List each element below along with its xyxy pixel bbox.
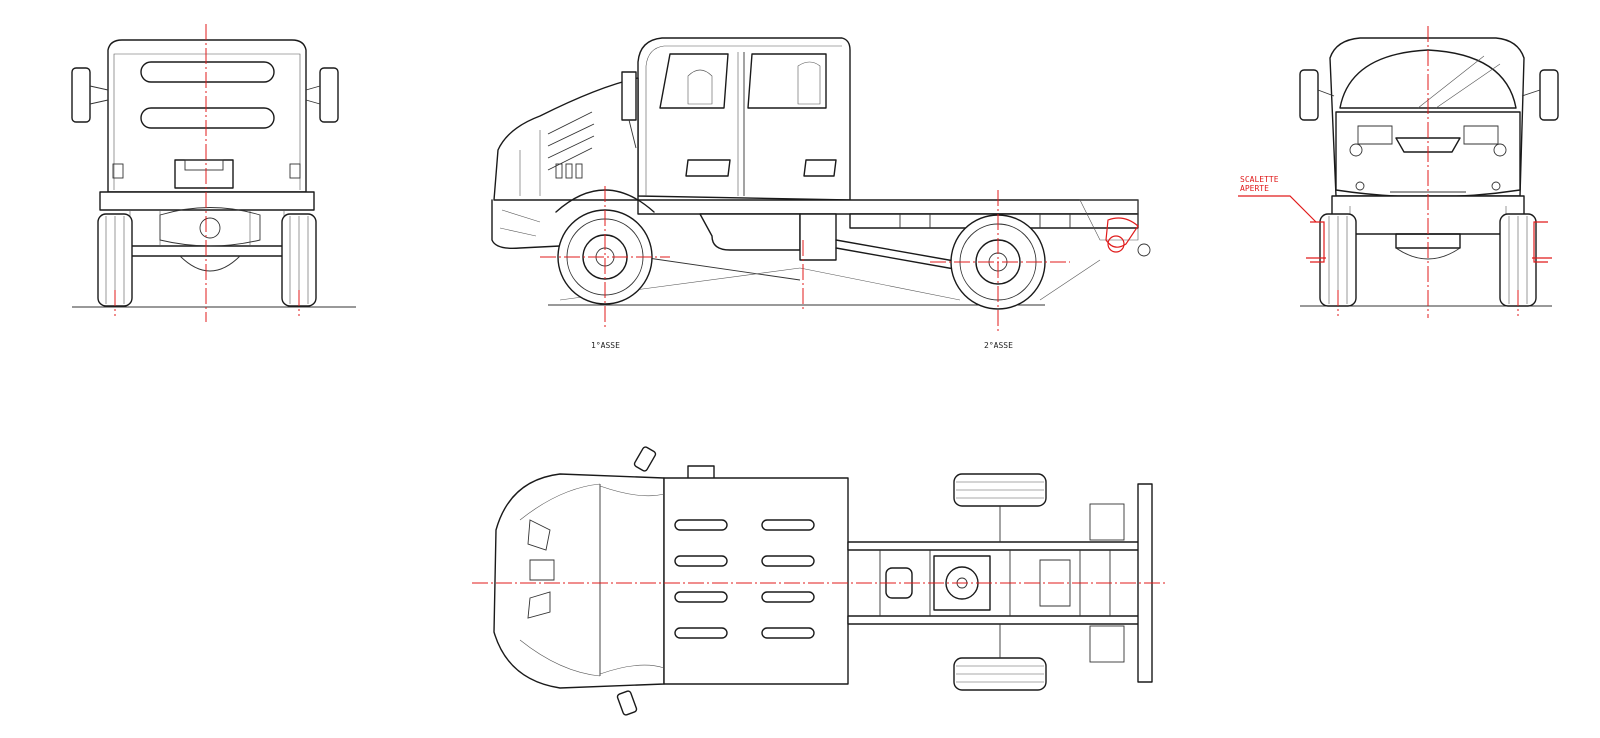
ladder-label-line2: APERTE [1240,184,1269,193]
ladder-label-line1: SCALETTE [1240,175,1279,184]
rear-view [71,24,356,322]
top-view [472,446,1166,716]
side-view: 1°ASSE 2°ASSE [491,37,1151,350]
front-view: SCALETTE APERTE [1238,26,1559,318]
rear-axle-label: 2°ASSE [984,341,1013,350]
front-axle-label: 1°ASSE [591,341,620,350]
